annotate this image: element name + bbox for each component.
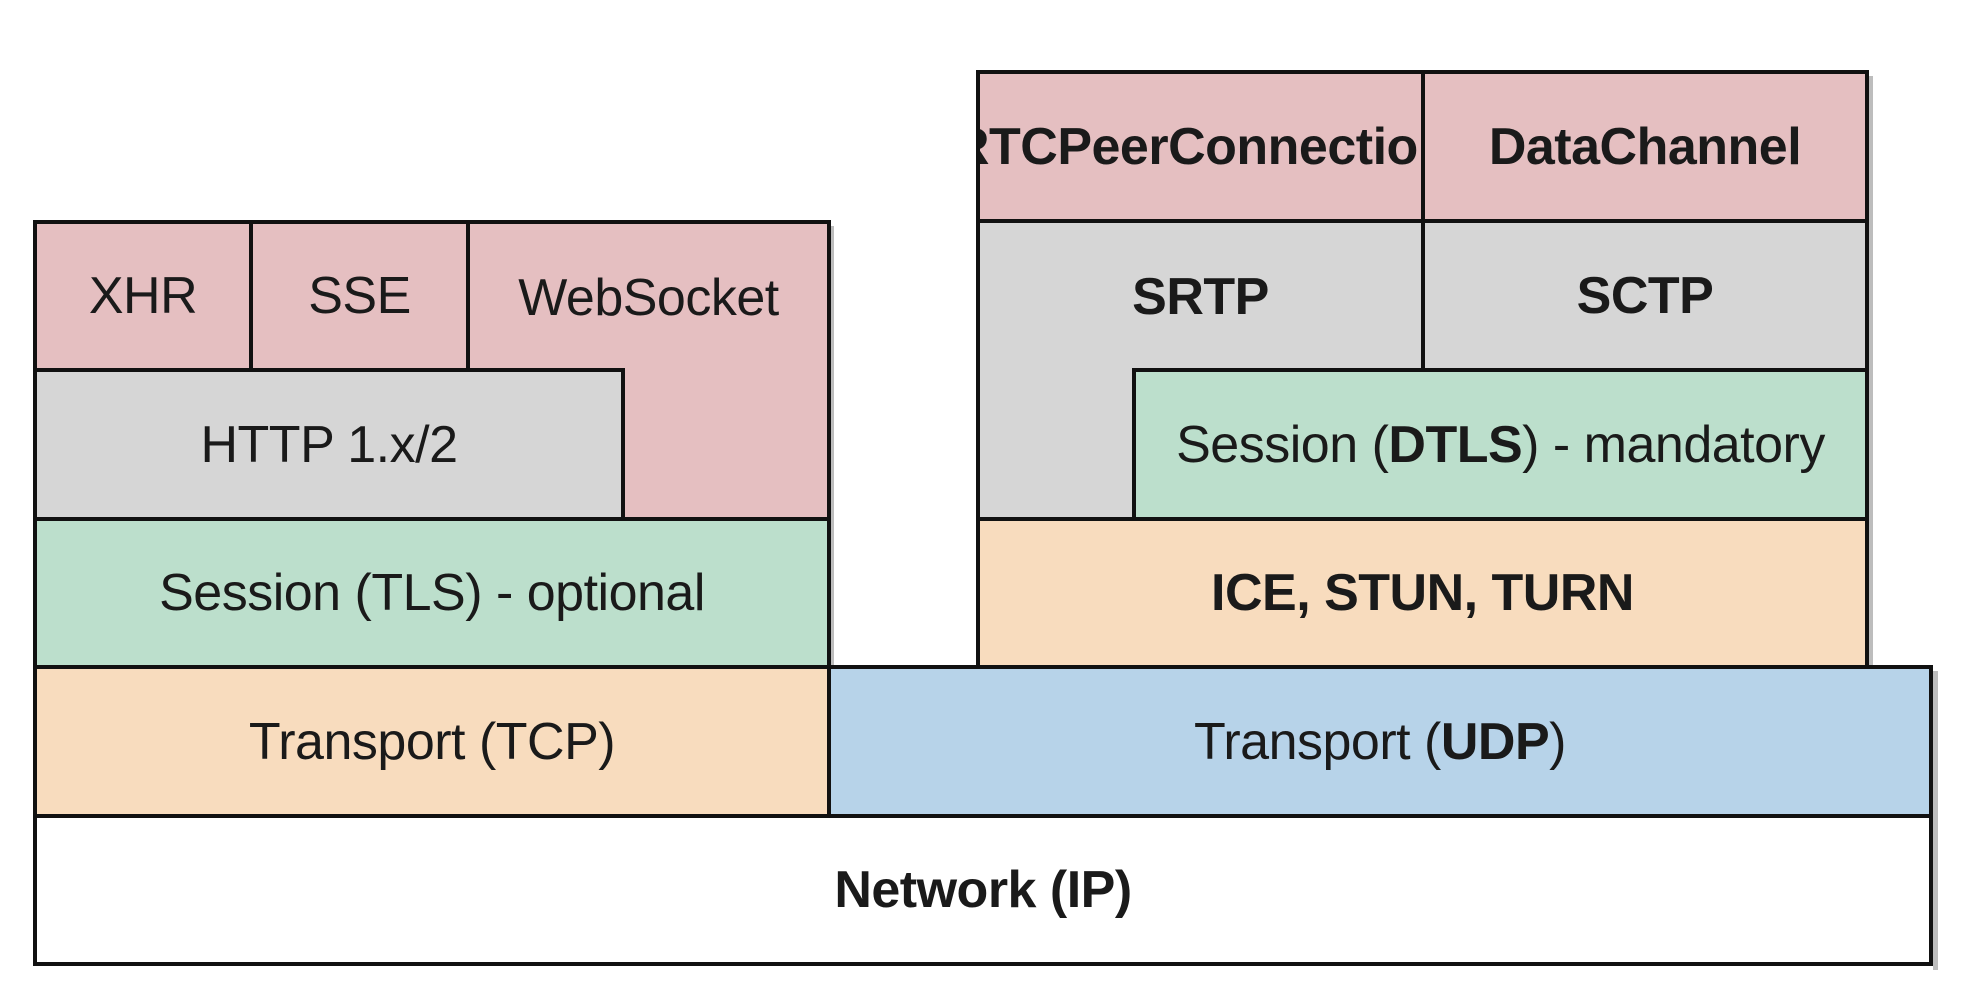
rtcpeerconnection-label: RTCPeerConnection xyxy=(976,117,1425,176)
tcp-transport-block: Transport (TCP) xyxy=(33,665,831,818)
udp-transport-suffix: ) xyxy=(1549,712,1566,771)
xhr-label: XHR xyxy=(88,267,198,325)
tls-session-block: Session (TLS) - optional xyxy=(33,517,831,669)
sctp-label: SCTP xyxy=(1576,266,1714,325)
network-ip-label: Network (IP) xyxy=(834,861,1132,919)
sctp-block: SCTP xyxy=(1421,219,1869,372)
rtcpeerconnection-block: RTCPeerConnection xyxy=(976,70,1425,223)
ice-stun-turn-block: ICE, STUN, TURN xyxy=(976,517,1869,669)
udp-transport-label: Transport (UDP) xyxy=(1194,712,1566,772)
network-ip-block: Network (IP) xyxy=(33,814,1933,966)
xhr-block: XHR xyxy=(33,220,253,372)
datachannel-label: DataChannel xyxy=(1488,117,1802,176)
ice-stun-turn-label: ICE, STUN, TURN xyxy=(1211,564,1634,622)
http-label: HTTP 1.x/2 xyxy=(200,415,458,474)
dtls-session-label: Session (DTLS) - mandatory xyxy=(1176,415,1825,475)
tcp-transport-label: Transport (TCP) xyxy=(248,712,616,771)
udp-transport-protocol: UDP xyxy=(1440,712,1550,771)
udp-transport-prefix: Transport ( xyxy=(1194,712,1441,771)
dtls-session-prefix: Session ( xyxy=(1176,415,1389,474)
sse-label: SSE xyxy=(308,267,411,325)
udp-transport-block: Transport (UDP) xyxy=(827,665,1933,818)
base-shadow xyxy=(1933,671,1938,970)
srtp-label: SRTP xyxy=(1132,268,1269,326)
sse-block: SSE xyxy=(249,220,470,372)
dtls-session-suffix: ) - mandatory xyxy=(1522,415,1825,474)
dtls-session-block: Session (DTLS) - mandatory xyxy=(1132,368,1869,521)
tls-session-label: Session (TLS) - optional xyxy=(159,564,705,622)
datachannel-block: DataChannel xyxy=(1421,70,1869,223)
http-block: HTTP 1.x/2 xyxy=(33,368,625,521)
dtls-session-protocol: DTLS xyxy=(1388,415,1523,474)
websocket-label: WebSocket xyxy=(518,269,779,327)
